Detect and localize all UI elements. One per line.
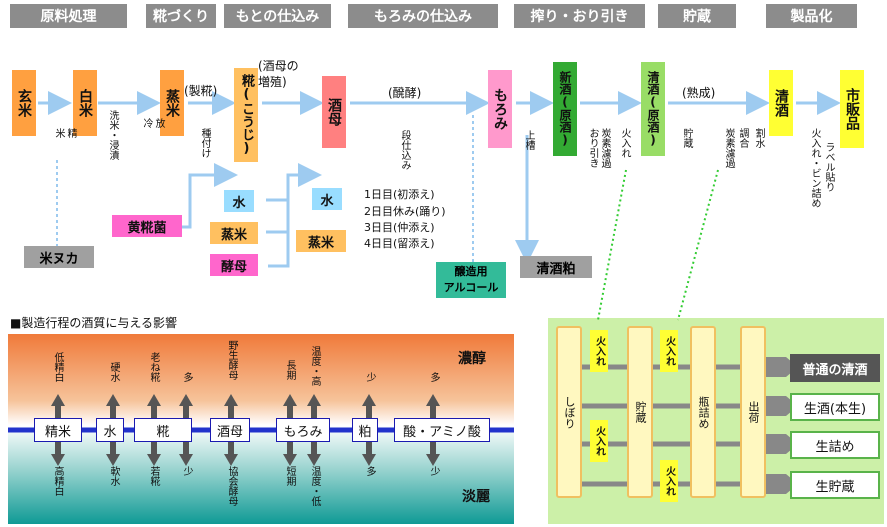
output-namachozo: 生貯蔵 xyxy=(790,471,880,499)
label-jousou: 上槽 xyxy=(523,130,534,150)
label-filter1b: おり引き xyxy=(587,128,598,168)
proc-mizu: 水 xyxy=(96,418,124,442)
label-seimai: 精 米 xyxy=(53,128,76,138)
node-seishu: 清酒 xyxy=(769,70,793,136)
chip-koubo: 酵母 xyxy=(210,254,258,276)
output-futsu: 普通の清酒 xyxy=(790,354,880,382)
node-moromi: もろみ xyxy=(488,70,512,148)
chip-mizu1: 水 xyxy=(224,190,254,212)
label-rich: 濃醇 xyxy=(458,351,486,367)
influence-title: ■製造行程の酒質に与える影響 xyxy=(10,316,177,330)
chip-mushimai2: 蒸米 xyxy=(296,230,346,252)
up-moromi1: 長期 xyxy=(284,360,295,380)
label-light: 淡麗 xyxy=(462,489,490,505)
col-chozo: 貯蔵 xyxy=(627,326,653,498)
proc-acid: 酸・アミノ酸 xyxy=(394,418,490,442)
down-koji: 若糀 xyxy=(148,466,159,486)
label-tanetsuke: 種付け xyxy=(199,128,210,158)
up-shubo: 野生酵母 xyxy=(226,340,237,380)
proc-moromi: もろみ xyxy=(276,418,330,442)
label-filter2: 炭素濾過 xyxy=(723,128,734,168)
label-step-2: 2日目休み(踊り) xyxy=(364,205,446,218)
node-mushimai: 蒸米 xyxy=(160,70,184,136)
output-namazake: 生酒(本生) xyxy=(790,393,880,421)
stage-shibori: 搾り・おり引き xyxy=(514,4,645,28)
label-senmai: 洗米・浸漬 xyxy=(107,110,118,160)
hiire-2: 火入れ xyxy=(660,330,678,372)
proc-seimai: 精米 xyxy=(34,418,82,442)
label-horei: 放 冷 xyxy=(141,118,164,128)
label-label-hari: ラベル貼り xyxy=(823,142,834,192)
down-kasu: 多 xyxy=(364,466,375,476)
label-hiire1: 火入れ xyxy=(619,128,630,158)
label-filter1: 炭素濾過 xyxy=(599,128,610,168)
proc-shubo: 酒母 xyxy=(210,418,250,442)
down-mizu: 軟水 xyxy=(108,466,119,486)
up-koji: 老ね糀 xyxy=(148,352,159,382)
stage-chozo: 貯蔵 xyxy=(658,4,736,28)
node-shihanhin: 市販品 xyxy=(840,70,864,148)
chip-mushimai1: 蒸米 xyxy=(210,222,258,244)
label-shubo-zouhan: (酒母の 増殖) xyxy=(258,59,299,89)
label-chozo: 貯蔵 xyxy=(681,128,692,148)
node-shinshu: 新酒(原酒) xyxy=(553,62,577,156)
label-warimizu: 割水 xyxy=(753,128,764,148)
label-jukusei: (熟成) xyxy=(682,86,716,100)
stage-moromi: もろみの仕込み xyxy=(348,4,498,28)
up-seimai: 低精白 xyxy=(52,352,63,382)
label-seikiku: (製糀) xyxy=(184,84,218,98)
label-dan-shikomi: 段仕込み xyxy=(399,130,410,170)
flow-arrows xyxy=(38,91,841,268)
up-kasu: 少 xyxy=(364,372,375,382)
stage-kojizukuri: 糀づくり xyxy=(146,4,216,28)
label-hiire-bin: 火入れ・ビン詰め xyxy=(809,128,820,208)
down-shubo: 協会酵母 xyxy=(226,466,237,506)
proc-koji: 糀 xyxy=(134,418,192,442)
proc-kasu: 粕 xyxy=(352,418,378,442)
chip-komenuka: 米ヌカ xyxy=(24,246,94,268)
col-shukka: 出荷 xyxy=(740,326,766,498)
up-mizu: 硬水 xyxy=(108,362,119,382)
stage-seihinka: 製品化 xyxy=(766,4,857,28)
node-shubo: 酒母 xyxy=(322,76,346,148)
hiire-1: 火入れ xyxy=(590,330,608,372)
label-chougou: 調合 xyxy=(737,128,748,148)
up-acid: 多 xyxy=(428,372,439,382)
down-koji2: 少 xyxy=(181,466,192,476)
chip-kikin: 黄糀菌 xyxy=(112,215,182,237)
col-shibori: しぼり xyxy=(556,326,582,498)
node-genmai: 玄米 xyxy=(12,70,36,136)
col-binzume: 瓶詰め xyxy=(690,326,716,498)
up-koji2: 多 xyxy=(181,372,192,382)
down-moromi2: 温度・低 xyxy=(309,466,320,506)
label-step-4: 4日目(留添え) xyxy=(364,237,435,250)
chip-alcohol: 醸造用 アルコール xyxy=(436,262,506,298)
hiire-4: 火入れ xyxy=(660,460,678,502)
output-namazume: 生詰め xyxy=(790,431,880,459)
stage-genryo: 原料処理 xyxy=(10,4,127,28)
label-step-3: 3日目(仲添え) xyxy=(364,221,435,234)
down-moromi1: 短期 xyxy=(284,466,295,486)
chip-mizu2: 水 xyxy=(312,188,342,210)
stage-moto: もとの仕込み xyxy=(224,4,331,28)
up-moromi2: 温度・高 xyxy=(309,346,320,386)
chip-kasu: 清酒粕 xyxy=(520,256,592,278)
label-step-1: 1日目(初添え) xyxy=(364,188,435,201)
down-acid: 少 xyxy=(428,466,439,476)
label-hakkou: (醗酵) xyxy=(388,86,422,100)
node-hakumai: 白米 xyxy=(73,70,97,136)
hiire-3: 火入れ xyxy=(590,420,608,462)
down-seimai: 高精白 xyxy=(52,466,63,496)
node-seishu-gen: 清酒(原酒) xyxy=(641,62,665,156)
node-koji: 糀(こうじ) xyxy=(234,68,258,162)
